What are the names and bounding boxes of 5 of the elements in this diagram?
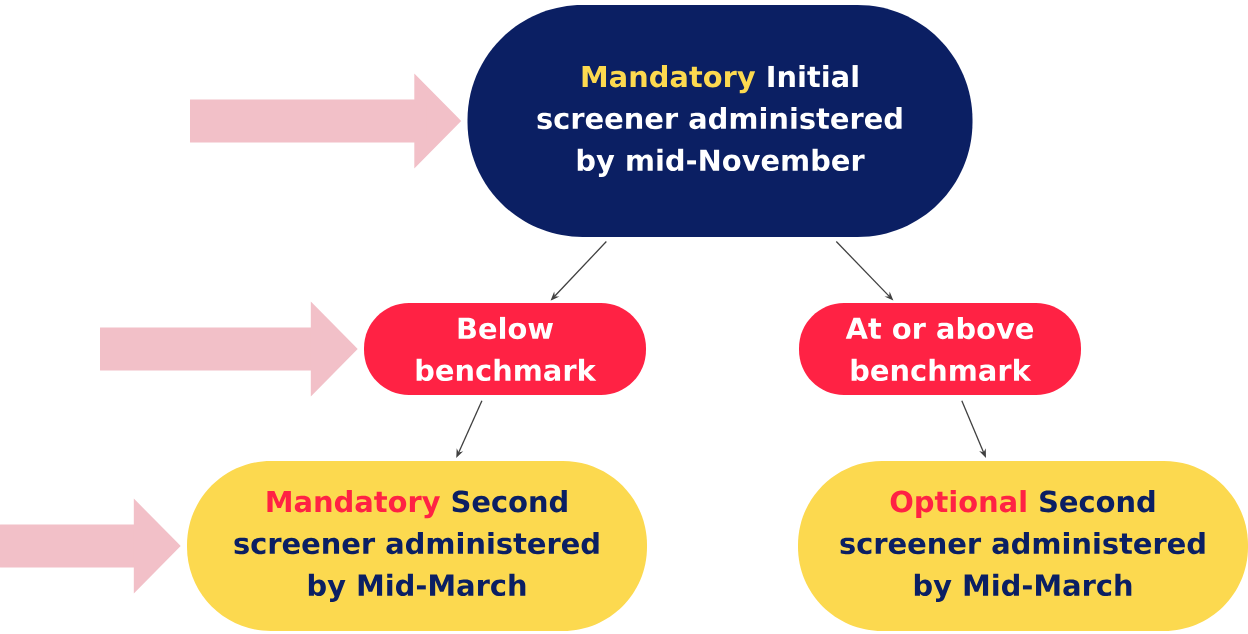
outcome-box: Optional Second screener administered by Mid-March <box>798 461 1248 631</box>
decision-box: At or above benchmark <box>799 303 1081 395</box>
process-box: Mandatory Initial screener administered by mid-November <box>467 5 973 237</box>
outcome-box: Mandatory Second screener administered by Mid-March <box>187 461 647 631</box>
decision-box: Below benchmark <box>364 303 646 395</box>
